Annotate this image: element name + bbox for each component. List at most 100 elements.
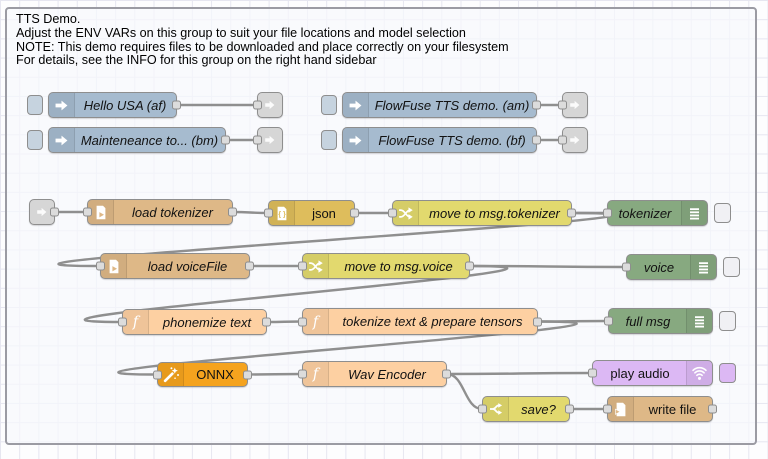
- input-port[interactable]: [604, 316, 613, 326]
- node-debug-tokenizer[interactable]: tokenizer: [603, 200, 731, 226]
- output-port[interactable]: [243, 370, 252, 379]
- output-port[interactable]: [442, 369, 451, 379]
- output-port[interactable]: [50, 207, 59, 217]
- inject-arrow-icon: [49, 93, 75, 117]
- function-f-icon: f: [303, 309, 329, 334]
- file-in-icon: [101, 254, 127, 278]
- node-toggle-button[interactable]: [719, 363, 736, 383]
- output-port[interactable]: [532, 100, 541, 110]
- link-arrow-icon: [563, 93, 587, 117]
- node-onnx[interactable]: ONNX: [153, 362, 252, 387]
- node-move-to-msg-tokenizer[interactable]: move to msg.tokenizer: [388, 200, 576, 226]
- wire-wav-encoder-to-play-audio[interactable]: [445, 371, 594, 376]
- node-link-out-3[interactable]: [558, 92, 588, 118]
- input-port[interactable]: [298, 261, 307, 271]
- output-port[interactable]: [532, 135, 541, 145]
- input-port[interactable]: [264, 208, 273, 218]
- node-toggle-button[interactable]: [719, 311, 736, 331]
- node-label: save?: [521, 401, 556, 417]
- node-inject-maintenance[interactable]: Mainteneance to... (bm): [27, 127, 230, 153]
- output-port[interactable]: [708, 404, 717, 414]
- inject-trigger-button[interactable]: [27, 130, 43, 150]
- node-toggle-button[interactable]: [714, 203, 731, 223]
- inject-trigger-button[interactable]: [321, 95, 337, 115]
- node-label: json: [312, 205, 336, 221]
- node-debug-full-msg[interactable]: full msg: [604, 308, 736, 334]
- inject-trigger-button[interactable]: [27, 95, 43, 115]
- output-port[interactable]: [228, 207, 237, 217]
- input-port[interactable]: [478, 404, 487, 414]
- input-port[interactable]: [558, 135, 567, 145]
- output-port[interactable]: [262, 317, 271, 327]
- node-label: Mainteneance to... (bm): [80, 132, 219, 148]
- wire-load-tokenizer-to-json[interactable]: [231, 210, 270, 215]
- node-load-tokenizer[interactable]: load tokenizer: [83, 199, 237, 225]
- node-link-out-4[interactable]: [558, 127, 588, 153]
- input-port[interactable]: [153, 370, 162, 379]
- node-label: full msg: [625, 313, 671, 329]
- input-port[interactable]: [603, 404, 612, 414]
- node-save-switch[interactable]: save?: [478, 396, 574, 422]
- inject-arrow-icon: [343, 93, 369, 117]
- node-label: voice: [643, 259, 675, 275]
- node-link-out-1[interactable]: [253, 92, 283, 118]
- input-port[interactable]: [622, 262, 631, 272]
- function-f-icon: f: [123, 310, 149, 334]
- wire-onnx-to-wav-encoder[interactable]: [246, 372, 304, 376]
- node-link-out-2[interactable]: [253, 127, 283, 153]
- node-inject-flowfuse-bf[interactable]: FlowFuse TTS demo. (bf): [321, 127, 541, 153]
- input-port[interactable]: [603, 208, 612, 218]
- input-port[interactable]: [588, 368, 597, 378]
- output-port[interactable]: [465, 261, 474, 271]
- wire-wav-encoder-to-save-switch[interactable]: [445, 372, 484, 411]
- input-port[interactable]: [83, 207, 92, 217]
- node-debug-voice[interactable]: voice: [622, 254, 740, 280]
- input-port[interactable]: [298, 317, 307, 326]
- inject-trigger-button[interactable]: [321, 130, 337, 150]
- output-port[interactable]: [172, 100, 181, 110]
- input-port[interactable]: [253, 100, 262, 110]
- sound-waves-icon: [686, 361, 712, 385]
- node-toggle-button[interactable]: [723, 257, 740, 277]
- node-label: move to msg.tokenizer: [429, 205, 560, 221]
- output-port[interactable]: [221, 135, 230, 145]
- switch-fork-icon: [483, 397, 509, 421]
- node-move-to-msg-voice[interactable]: move to msg.voice: [298, 253, 474, 279]
- output-port[interactable]: [245, 261, 254, 271]
- output-port[interactable]: [565, 404, 574, 414]
- node-label: FlowFuse TTS demo. (am): [374, 97, 530, 113]
- input-port[interactable]: [388, 208, 397, 218]
- node-write-file[interactable]: write file: [603, 396, 717, 422]
- node-inject-flowfuse-am[interactable]: FlowFuse TTS demo. (am): [321, 92, 541, 118]
- node-play-audio[interactable]: play audio: [588, 360, 736, 386]
- node-label: play audio: [610, 365, 670, 381]
- output-port[interactable]: [533, 317, 542, 326]
- debug-list-icon: [690, 255, 716, 279]
- svg-text:{ }: { }: [278, 209, 286, 218]
- output-port[interactable]: [350, 208, 359, 218]
- group-label-line: NOTE: This demo requires files to be dow…: [16, 39, 509, 54]
- wire-phonemize-text-to-tokenize-prepare-tensors[interactable]: [265, 320, 304, 324]
- input-port[interactable]: [558, 100, 567, 110]
- node-load-voicefile[interactable]: load voiceFile: [96, 253, 254, 279]
- node-label: tokenizer: [618, 205, 672, 221]
- node-label: tokenize text & prepare tensors: [342, 314, 523, 329]
- input-port[interactable]: [253, 135, 262, 145]
- node-tokenize-prepare-tensors[interactable]: f tokenize text & prepare tensors: [298, 308, 542, 335]
- wire-move-to-msg-voice-to-phonemize-text[interactable]: [83, 264, 509, 324]
- node-inject-hello-usa[interactable]: Hello USA (af): [27, 92, 181, 118]
- wire-tokenize-prepare-tensors-to-onnx[interactable]: [117, 320, 578, 376]
- output-port[interactable]: [567, 208, 576, 218]
- node-link-in-1[interactable]: [29, 199, 59, 225]
- change-shuffle-icon: [303, 254, 329, 278]
- svg-text:f: f: [132, 315, 141, 331]
- input-port[interactable]: [96, 261, 105, 271]
- input-port[interactable]: [298, 369, 307, 379]
- node-json[interactable]: { } json: [264, 200, 359, 226]
- input-port[interactable]: [118, 317, 127, 327]
- file-out-icon: [608, 397, 634, 421]
